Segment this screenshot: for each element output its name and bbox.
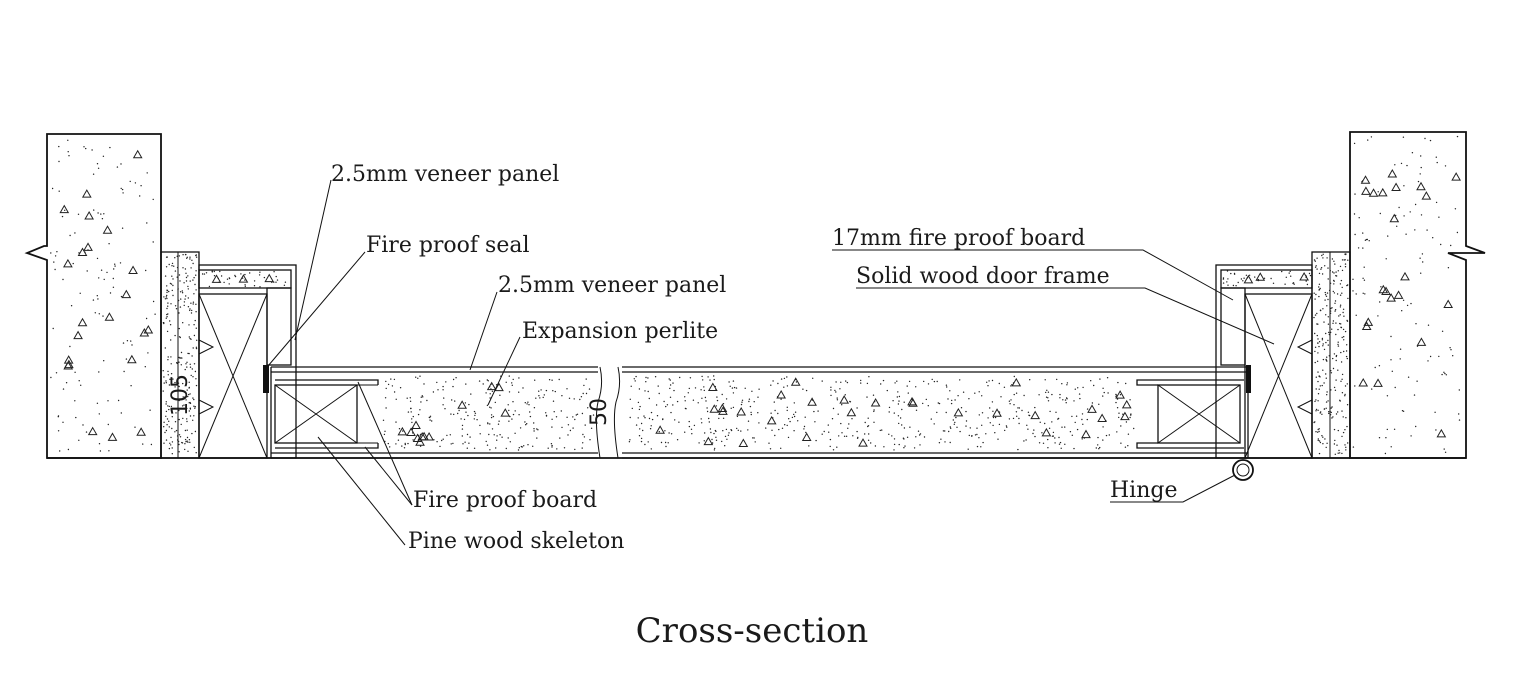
dimension-door-thickness: 50 (587, 398, 612, 426)
left-fire-proof-seal (263, 365, 269, 393)
left-plaster-layer (160, 251, 200, 459)
door-leaf-left (270, 366, 598, 459)
diagram-title: Cross-section (636, 611, 869, 651)
right-door-frame (1215, 264, 1313, 459)
concrete-stipple (50, 139, 156, 452)
left-door-frame (198, 264, 297, 459)
label-fire-proof-seal: Fire proof seal (366, 233, 530, 258)
hinge-symbol (1232, 459, 1254, 481)
label-fire-proof-board: Fire proof board (413, 488, 597, 513)
right-plaster-layer (1311, 251, 1351, 459)
label-veneer-panel-frame: 2.5mm veneer panel (331, 162, 559, 187)
right-concrete-wall (1349, 131, 1486, 459)
leader-lines (267, 179, 1275, 546)
dimension-frame-width: 105 (168, 374, 193, 416)
label-expansion-perlite: Expansion perlite (522, 319, 718, 344)
right-fire-proof-seal (1246, 365, 1251, 393)
door-break-symbol (595, 366, 621, 459)
left-concrete-wall (24, 133, 162, 459)
door-leaf-right (622, 366, 1249, 459)
label-17mm-fire-proof-board: 17mm fire proof board (832, 226, 1085, 251)
label-pine-wood-skeleton: Pine wood skeleton (408, 529, 624, 554)
label-hinge: Hinge (1110, 478, 1178, 503)
label-veneer-panel-door: 2.5mm veneer panel (498, 273, 726, 298)
label-solid-wood-door-frame: Solid wood door frame (856, 264, 1110, 289)
